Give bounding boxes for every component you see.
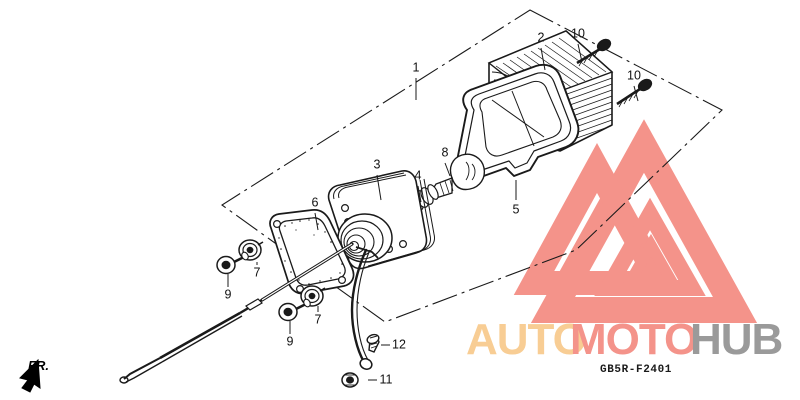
mounting-rubber-gasket	[269, 209, 355, 295]
callout-3: 3	[374, 157, 381, 171]
cable-clip-nut	[341, 372, 359, 388]
housing-socket-boss	[337, 213, 393, 263]
callout-9a: 9	[225, 287, 232, 301]
headlight-housing	[327, 170, 435, 270]
nut-upper	[216, 251, 249, 275]
watermark-hub: HUB	[690, 315, 782, 364]
callout-4: 4	[415, 168, 422, 182]
callout-7a: 7	[254, 265, 261, 279]
lens-gasket-ring	[455, 63, 580, 180]
mounting-screw-upper	[576, 38, 612, 67]
callout-leader-lines	[227, 43, 639, 381]
callout-7b: 7	[315, 312, 322, 326]
callout-1: 1	[413, 60, 420, 74]
callout-11: 11	[380, 372, 393, 386]
cable-screw	[366, 333, 380, 353]
watermark-auto: AUTO	[466, 315, 586, 364]
callout-5: 5	[513, 202, 520, 216]
mounting-screw-lower	[616, 78, 653, 108]
callout-6: 6	[312, 195, 319, 209]
callout-8: 8	[442, 145, 449, 159]
watermark-logo	[513, 119, 758, 323]
callout-9b: 9	[287, 334, 294, 348]
nut-lower	[278, 298, 311, 322]
part-number: GB5R-F2401	[600, 364, 672, 376]
wiring-harness	[350, 246, 379, 370]
callout-10b: 10	[627, 68, 641, 82]
callout-12: 12	[392, 337, 406, 351]
grommet-upper	[238, 239, 264, 261]
adjuster-rod	[119, 242, 354, 384]
callout-2: 2	[538, 30, 545, 44]
front-direction-marker: FR.	[19, 358, 49, 393]
callout-labels: 1 2 3 4 5 6 7 7 8 9 9 10 10 11 12	[225, 26, 641, 386]
watermark-text: AUTO MOTO HUB	[466, 315, 783, 364]
callout-10a: 10	[571, 26, 585, 40]
watermark-moto: MOTO	[570, 315, 697, 364]
assembly-boundary-dashed	[221, 9, 723, 323]
fr-label: FR.	[28, 358, 49, 373]
